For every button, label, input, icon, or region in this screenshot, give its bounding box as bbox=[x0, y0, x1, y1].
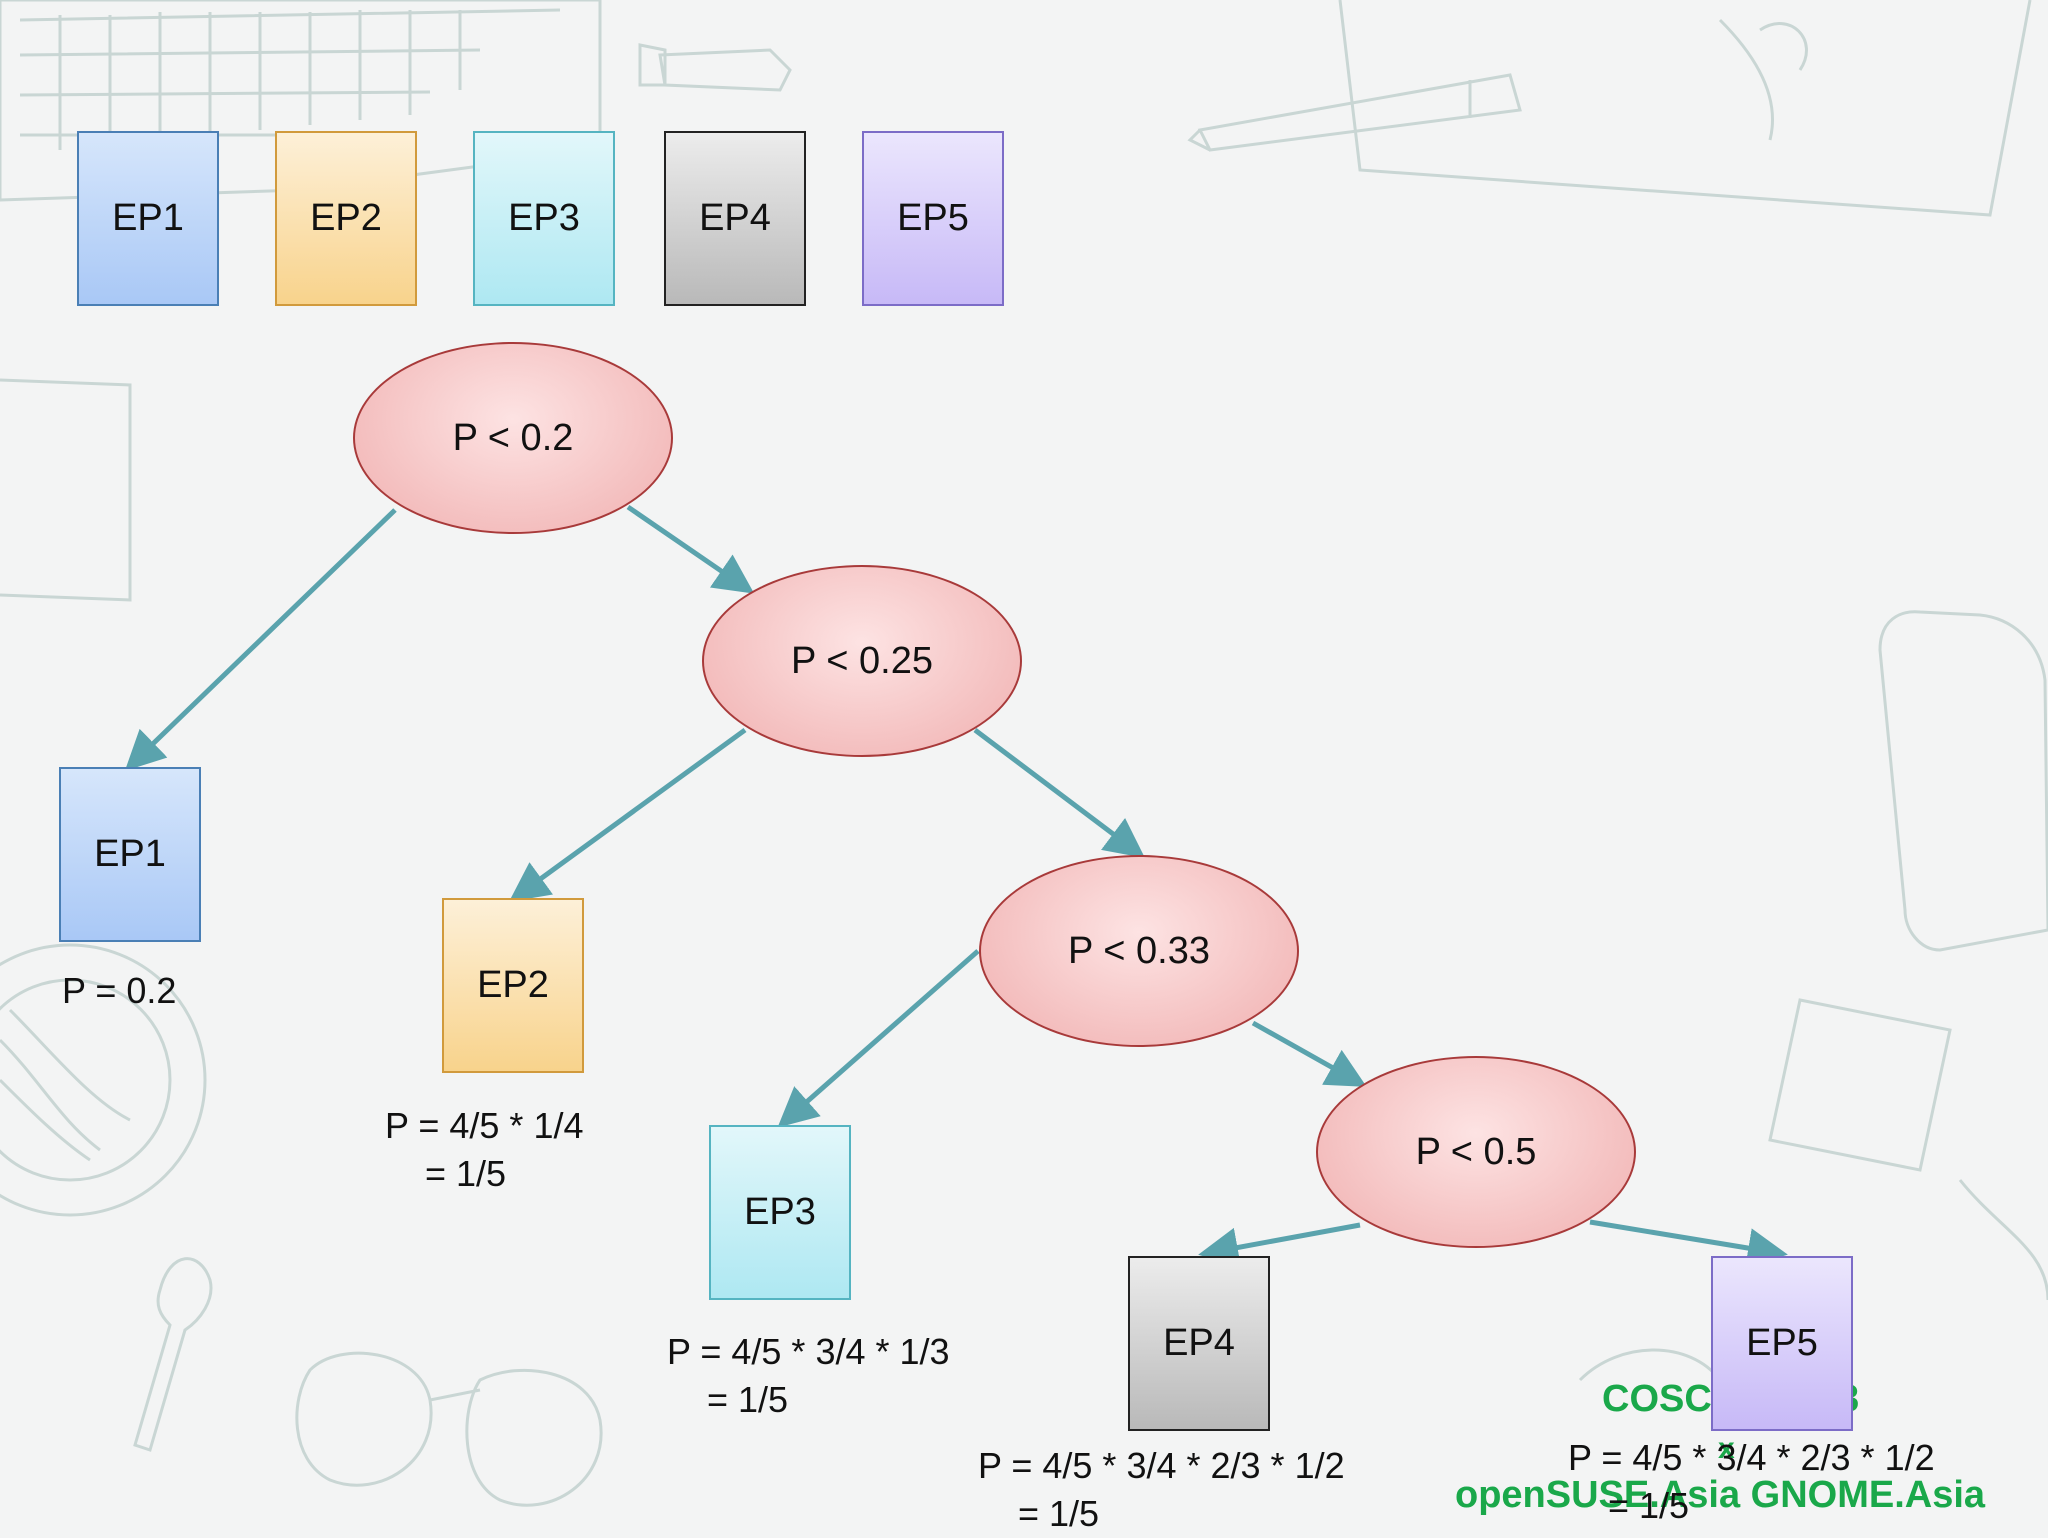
arrow-n4-ep5 bbox=[1589, 1219, 1788, 1268]
coffee-cup-doodle bbox=[0, 943, 207, 1217]
leaf-ep2: EP2 bbox=[442, 898, 584, 1073]
legend-ep3: EP3 bbox=[473, 131, 615, 306]
usb-doodle bbox=[638, 43, 792, 92]
node-p-lt-0.2: P < 0.2 bbox=[353, 342, 673, 534]
brand-line-x: x bbox=[1718, 1432, 1735, 1465]
leaf-label: EP2 bbox=[477, 964, 549, 1006]
leaf-ep1: EP1 bbox=[59, 767, 201, 942]
legend-ep3-label: EP3 bbox=[508, 197, 580, 239]
notebook-doodle bbox=[1338, 0, 2032, 217]
tablet-doodle bbox=[0, 378, 132, 602]
sticky-note-doodle bbox=[1768, 998, 1952, 1172]
brand-line-opensuse-gnome: openSUSE.Asia GNOME.Asia bbox=[1455, 1474, 1986, 1516]
legend-ep2-label: EP2 bbox=[310, 197, 382, 239]
spoon-doodle bbox=[133, 1257, 213, 1452]
leaf-label: EP5 bbox=[1746, 1322, 1818, 1364]
arrow-n1-ep1 bbox=[124, 508, 397, 771]
arrow-n3-n4 bbox=[1251, 1020, 1367, 1087]
arrow-n3-ep3 bbox=[777, 949, 980, 1128]
node-label: P < 0.25 bbox=[791, 639, 933, 682]
legend-ep4-label: EP4 bbox=[699, 197, 771, 239]
leaf-ep3: EP3 bbox=[709, 1125, 851, 1300]
node-p-lt-0.33: P < 0.33 bbox=[979, 855, 1299, 1047]
arrow-n1-n2 bbox=[626, 504, 755, 594]
legend-ep1: EP1 bbox=[77, 131, 219, 306]
probability-ep4: P = 4/5 * 3/4 * 2/3 * 1/2 = 1/5 bbox=[978, 1445, 1345, 1534]
phone-doodle bbox=[1878, 610, 2048, 952]
probability-ep5: P = 4/5 * 3/4 * 2/3 * 1/2 = 1/5 bbox=[1568, 1437, 1935, 1526]
leaf-label: EP4 bbox=[1163, 1322, 1235, 1364]
probability-ep2: P = 4/5 * 1/4 = 1/5 bbox=[385, 1105, 584, 1194]
legend-ep5-label: EP5 bbox=[897, 197, 969, 239]
pen-doodle bbox=[1187, 73, 1522, 152]
leaf-label: EP3 bbox=[744, 1191, 816, 1233]
arrow-n2-n3 bbox=[973, 728, 1145, 859]
leaf-label: EP1 bbox=[94, 833, 166, 875]
legend-ep4: EP4 bbox=[664, 131, 806, 306]
earphones-doodle bbox=[1578, 1179, 2048, 1382]
node-label: P < 0.2 bbox=[452, 416, 574, 459]
leaf-ep5: EP5 bbox=[1711, 1256, 1853, 1431]
legend-ep2: EP2 bbox=[275, 131, 417, 306]
probability-ep1: P = 0.2 bbox=[62, 970, 177, 1011]
arrow-n4-ep4 bbox=[1198, 1222, 1361, 1268]
node-p-lt-0.5: P < 0.5 bbox=[1316, 1056, 1636, 1248]
keyboard-doodle bbox=[0, 0, 602, 202]
legend-ep5: EP5 bbox=[862, 131, 1004, 306]
probability-ep3: P = 4/5 * 3/4 * 1/3 = 1/5 bbox=[667, 1331, 950, 1420]
leaf-ep4: EP4 bbox=[1128, 1256, 1270, 1431]
arrow-n2-ep2 bbox=[508, 727, 747, 902]
legend-ep1-label: EP1 bbox=[112, 197, 184, 239]
node-p-lt-0.25: P < 0.25 bbox=[702, 565, 1022, 757]
node-label: P < 0.5 bbox=[1415, 1130, 1537, 1173]
node-label: P < 0.33 bbox=[1068, 929, 1210, 972]
glasses-doodle bbox=[295, 1351, 603, 1507]
